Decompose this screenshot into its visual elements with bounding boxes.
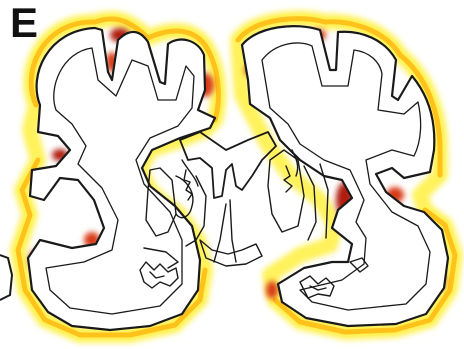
left-hemisphere [28,28,215,330]
temporal-fragment [0,255,12,300]
